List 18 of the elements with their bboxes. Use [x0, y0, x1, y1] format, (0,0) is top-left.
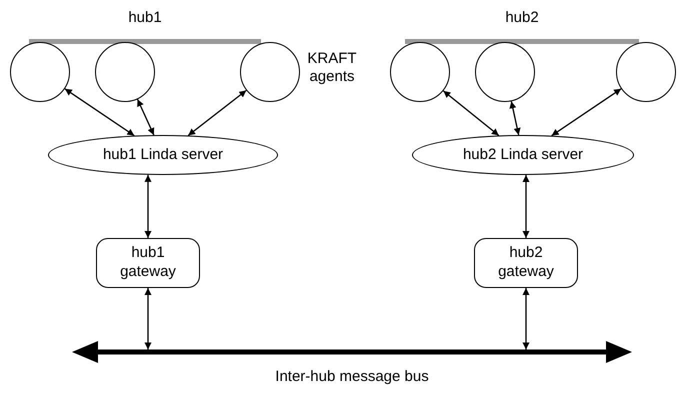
double-arrow — [144, 174, 152, 238]
gateway-box: hub1 gateway — [96, 238, 200, 288]
double-arrow — [509, 101, 521, 136]
hub-label: hub2 — [505, 10, 539, 25]
hub-label: hub1 — [128, 10, 162, 25]
double-arrow — [522, 288, 530, 350]
bus-label: Inter-hub message bus — [275, 367, 429, 387]
double-arrow — [144, 288, 152, 350]
server-ellipse: hub1 Linda server — [48, 135, 278, 175]
double-arrow — [551, 88, 622, 136]
gateway-box: hub2 gateway — [474, 238, 578, 288]
double-arrow — [522, 175, 530, 238]
server-ellipse: hub2 Linda server — [412, 135, 634, 175]
double-arrow — [188, 90, 247, 136]
double-arrow — [442, 90, 500, 136]
agents-label: KRAFT agents — [306, 50, 358, 86]
double-arrow — [64, 88, 135, 136]
double-arrow — [136, 99, 154, 136]
